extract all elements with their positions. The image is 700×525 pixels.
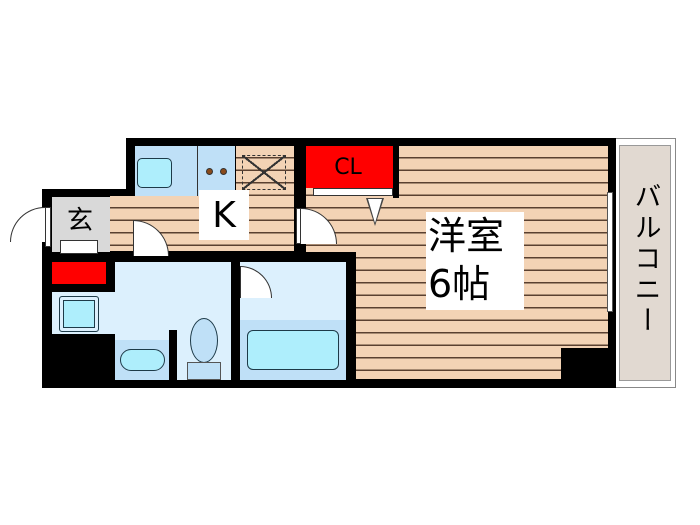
fridge-placeholder-icon bbox=[242, 155, 286, 190]
stove-burner-icon bbox=[220, 168, 227, 175]
washing-machine bbox=[59, 296, 99, 332]
shoe-storage bbox=[52, 262, 106, 284]
western-room-size: 6帖 bbox=[428, 262, 491, 306]
closet-door[interactable] bbox=[313, 188, 393, 196]
bathtub bbox=[247, 330, 339, 370]
closet bbox=[303, 146, 395, 188]
balcony-label: バルコニー bbox=[629, 181, 661, 337]
stove-burner-icon bbox=[206, 168, 213, 175]
washbasin bbox=[120, 349, 165, 371]
toilet bbox=[190, 318, 218, 363]
entrance-label: 玄 bbox=[66, 205, 93, 236]
toilet-tank bbox=[187, 362, 221, 380]
entrance-door[interactable] bbox=[45, 207, 51, 247]
room-door[interactable] bbox=[296, 208, 301, 244]
western-room-label: 洋室 6帖 bbox=[426, 212, 524, 310]
shoe-box bbox=[60, 240, 98, 254]
kitchen-sink bbox=[137, 158, 172, 188]
kitchen-label: K bbox=[199, 190, 249, 240]
balcony: バルコニー bbox=[614, 138, 676, 388]
western-room-name: 洋室 bbox=[428, 214, 505, 258]
closet-label: CL bbox=[334, 154, 362, 180]
structural-column bbox=[561, 348, 616, 388]
window[interactable] bbox=[607, 192, 613, 312]
